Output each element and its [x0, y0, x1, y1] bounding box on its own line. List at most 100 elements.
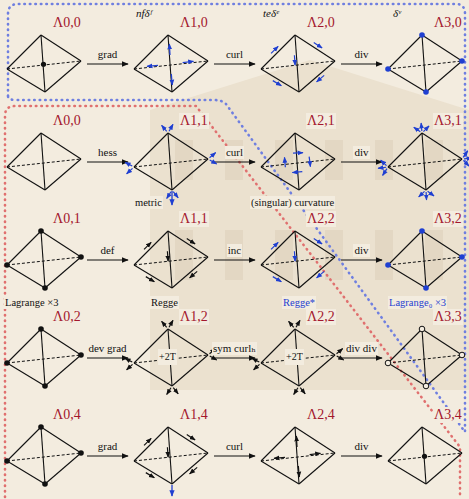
dof-arrow — [169, 320, 173, 327]
tetrahedron-node: Λ1,0 — [131, 31, 211, 97]
tetrahedron-node: Λ3,3 — [385, 325, 465, 391]
space-label: Λ0,1 — [52, 211, 82, 227]
dof-arrow — [273, 277, 282, 282]
dof-arrow — [421, 123, 423, 131]
operator-anchor: curl — [225, 440, 244, 453]
space-label: Λ0,2 — [52, 309, 82, 325]
hidden-edge — [7, 257, 81, 265]
tetra-edge — [7, 461, 45, 484]
dof-arrow — [187, 239, 195, 244]
tetra-edge — [422, 133, 426, 190]
tetra-edge — [41, 133, 81, 159]
operator-arrow — [214, 161, 255, 162]
tetrahedron — [134, 35, 208, 92]
tetrahedron-figure — [131, 31, 211, 97]
tetrahedron-figure — [4, 423, 84, 489]
dof-arrow — [254, 364, 260, 369]
tetrahedron — [125, 124, 217, 198]
operator-anchor: inc — [227, 244, 242, 257]
dof-arrow — [300, 388, 305, 394]
dof-arrow — [271, 242, 278, 249]
tetra-edge — [168, 133, 172, 190]
tetra-edge — [299, 355, 335, 386]
interior-dot — [41, 62, 46, 67]
space-label: Λ1,2 — [179, 309, 209, 325]
dof-arrow — [314, 43, 322, 48]
tetra-edge — [45, 257, 81, 288]
hidden-edge — [388, 355, 462, 363]
dof-arrow — [414, 127, 421, 132]
operator-arrow — [214, 259, 255, 260]
weight-label: +2T — [285, 349, 304, 365]
tetra-edge — [41, 231, 81, 257]
tetra-edge — [299, 61, 335, 92]
dof-arrow — [147, 65, 158, 67]
tetrahedron — [125, 320, 217, 394]
tetra-edge — [299, 159, 335, 190]
tetra-edge — [134, 69, 172, 92]
operator-label: inc — [227, 244, 242, 257]
dof-arrow — [127, 364, 133, 369]
tetra-edge — [7, 231, 41, 265]
tetrahedron — [261, 133, 335, 190]
tetrahedron-node: Λ2,2+2T — [258, 325, 338, 391]
window — [325, 230, 343, 280]
dof-arrow — [292, 171, 302, 173]
tetra-edge — [134, 231, 168, 265]
tetrahedron-node: Λ1,4 — [131, 423, 211, 489]
operator-arrow — [341, 161, 382, 162]
dof-arrow — [381, 160, 387, 165]
tetrahedron-node: Λ3,2 — [385, 227, 465, 293]
annotation-label: teδᵉ — [262, 7, 280, 20]
tetra-edge — [41, 329, 45, 386]
tetrahedron — [4, 424, 84, 487]
dof-arrow — [284, 157, 286, 167]
dof-arrow — [125, 162, 132, 166]
vertex-dot — [4, 458, 10, 464]
tetra-edge — [134, 427, 168, 461]
tetra-edge — [388, 461, 426, 484]
tetra-edge — [388, 69, 426, 92]
dof-arrow — [210, 153, 216, 158]
space-label: Λ1,1 — [179, 113, 209, 129]
label-anchor: Lagrange ×3 — [4, 296, 59, 309]
tetrahedron-figure — [131, 423, 211, 489]
dof-arrow — [463, 160, 469, 166]
operator-anchor: div — [353, 440, 369, 453]
blue-dotted-region — [8, 4, 465, 432]
hidden-edge — [261, 61, 335, 69]
operator-anchor: dev grad — [87, 342, 127, 355]
tetra-edge — [299, 257, 335, 288]
tetra-edge — [168, 427, 172, 484]
tetrahedron-node: Λ0,0 — [4, 129, 84, 195]
dof-arrow — [167, 388, 171, 395]
tetra-edge — [172, 61, 208, 92]
vertex-dot — [423, 89, 429, 95]
vertex-dot — [423, 383, 429, 389]
dof-arrow — [428, 191, 434, 196]
vertex-dot — [38, 326, 44, 332]
dof-arrow — [167, 251, 169, 261]
tetrahedron — [4, 228, 84, 291]
operator-label: curl — [225, 146, 244, 159]
tetrahedron — [252, 320, 344, 394]
tetra-edge — [261, 69, 299, 92]
dof-arrow — [296, 436, 298, 447]
tetra-edge — [295, 231, 299, 288]
tetra-edge — [426, 355, 462, 386]
annotation-label: Lagrange₀ ×3 — [388, 296, 447, 309]
operator-anchor: div — [353, 244, 369, 257]
annotation-label: Lagrange ×3 — [4, 296, 59, 309]
dof-arrow — [162, 125, 167, 131]
operator-label: div — [353, 244, 369, 257]
label-anchor: nfδᶠ — [135, 7, 153, 20]
dof-arrow — [190, 467, 198, 474]
tetrahedron-node: Λ0,1 — [4, 227, 84, 293]
tetra-edge — [172, 159, 208, 190]
dof-arrow — [274, 457, 285, 459]
tetrahedron-node: Λ2,4 — [258, 423, 338, 489]
dof-arrow — [337, 349, 343, 354]
tetrahedron-figure — [4, 325, 84, 391]
hidden-edge — [7, 355, 81, 363]
tetrahedron-figure — [4, 129, 84, 195]
